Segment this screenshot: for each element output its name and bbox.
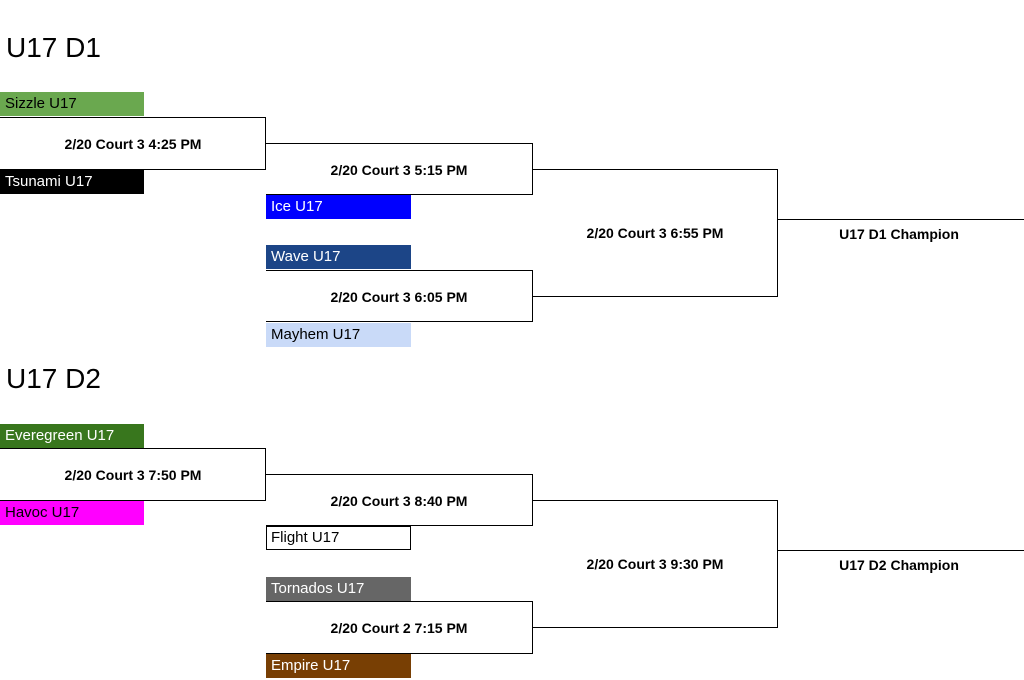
bracket-line xyxy=(778,219,1024,220)
bracket-line xyxy=(265,448,266,501)
game-slot: 2/20 Court 3 4:25 PM xyxy=(64,136,202,152)
champion-slot: U17 D2 Champion xyxy=(839,557,959,573)
bracket-line xyxy=(0,117,266,118)
bracket-line xyxy=(265,117,266,170)
team-slot: Tsunami U17 xyxy=(0,170,144,194)
bracket-line xyxy=(266,270,532,271)
bracket-line xyxy=(0,169,266,170)
game-slot: 2/20 Court 3 9:30 PM xyxy=(586,556,724,572)
bracket-line xyxy=(266,143,532,144)
bracket-line xyxy=(266,525,532,526)
bracket-line xyxy=(0,448,266,449)
bracket-line xyxy=(532,627,778,628)
game-slot: 2/20 Court 3 6:55 PM xyxy=(586,225,724,241)
team-slot: Flight U17 xyxy=(266,526,411,550)
team-slot: Tornados U17 xyxy=(266,577,411,601)
bracket-line xyxy=(266,321,532,322)
bracket-title-d1: U17 D1 xyxy=(6,32,101,63)
bracket-line xyxy=(0,500,266,501)
bracket-line xyxy=(777,169,778,297)
bracket-line xyxy=(778,550,1024,551)
team-slot: Empire U17 xyxy=(266,654,411,678)
team-slot: Havoc U17 xyxy=(0,501,144,525)
game-slot: 2/20 Court 3 6:05 PM xyxy=(330,289,468,305)
bracket-line xyxy=(532,296,778,297)
bracket-line xyxy=(777,500,778,628)
bracket-line xyxy=(266,474,532,475)
team-slot: Ice U17 xyxy=(266,195,411,219)
bracket-line xyxy=(266,601,532,602)
game-slot: 2/20 Court 3 5:15 PM xyxy=(330,162,468,178)
team-slot: Wave U17 xyxy=(266,245,411,269)
game-slot: 2/20 Court 2 7:15 PM xyxy=(330,620,468,636)
champion-slot: U17 D1 Champion xyxy=(839,226,959,242)
game-slot: 2/20 Court 3 8:40 PM xyxy=(330,493,468,509)
team-slot: Everegreen U17 xyxy=(0,424,144,448)
bracket-line xyxy=(266,653,532,654)
bracket-title-d2: U17 D2 xyxy=(6,363,101,394)
bracket-line xyxy=(266,194,532,195)
game-slot: 2/20 Court 3 7:50 PM xyxy=(64,467,202,483)
bracket-line xyxy=(532,169,778,170)
bracket-line xyxy=(532,500,778,501)
team-slot: Sizzle U17 xyxy=(0,92,144,116)
team-slot: Mayhem U17 xyxy=(266,323,411,347)
